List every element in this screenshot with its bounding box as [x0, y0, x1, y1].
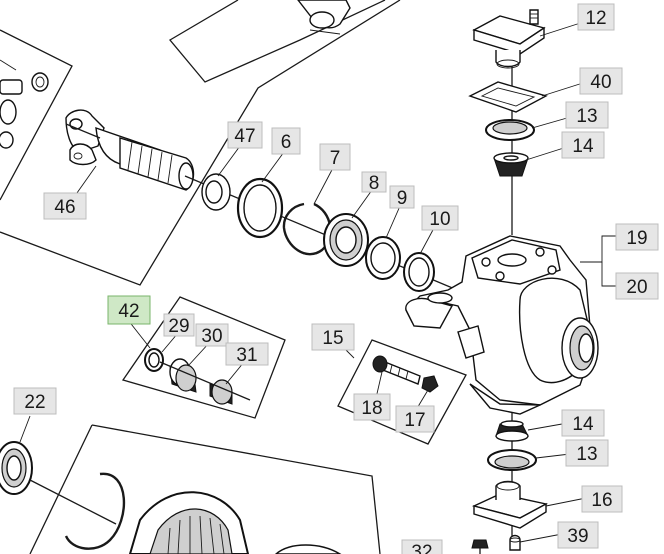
label-17: 17 — [395, 405, 435, 433]
svg-text:20: 20 — [626, 277, 647, 298]
label-20: 20 — [615, 272, 659, 300]
label-19: 19 — [615, 223, 659, 251]
label-46: 46 — [43, 192, 87, 220]
bearing-cup-13-upper — [485, 119, 535, 141]
bearing-cone-14-lower — [495, 420, 529, 442]
svg-text:14: 14 — [572, 136, 594, 157]
svg-text:46: 46 — [54, 197, 75, 218]
svg-text:10: 10 — [429, 209, 450, 230]
bearing-cup-13-lower — [487, 449, 537, 471]
label-6: 6 — [271, 127, 301, 155]
label-9: 9 — [389, 185, 415, 209]
label-13-upper: 13 — [565, 101, 609, 129]
label-40: 40 — [579, 67, 623, 95]
svg-text:17: 17 — [404, 410, 425, 431]
svg-text:15: 15 — [322, 328, 343, 349]
svg-text:14: 14 — [572, 414, 594, 435]
split-ring-7 — [282, 202, 332, 256]
svg-text:40: 40 — [590, 72, 611, 93]
svg-text:13: 13 — [576, 444, 597, 465]
svg-text:13: 13 — [576, 106, 597, 127]
svg-text:19: 19 — [626, 228, 647, 249]
label-22: 22 — [13, 387, 57, 415]
label-8: 8 — [361, 171, 387, 194]
label-42: 42 — [107, 295, 151, 325]
label-31: 31 — [225, 342, 269, 366]
svg-text:6: 6 — [281, 132, 292, 153]
svg-text:18: 18 — [361, 398, 382, 419]
cap-16 — [471, 480, 548, 529]
u-joint-part — [0, 59, 49, 149]
snap-ring-6 — [236, 177, 284, 239]
label-7: 7 — [319, 143, 351, 171]
panel-outlines — [0, 0, 467, 554]
svg-text:16: 16 — [591, 490, 612, 511]
gasket-40 — [468, 81, 548, 113]
svg-text:8: 8 — [369, 173, 380, 194]
bearing-cone-14-upper — [493, 152, 529, 177]
svg-text:47: 47 — [234, 126, 255, 147]
svg-text:31: 31 — [236, 345, 257, 366]
label-12: 12 — [577, 3, 615, 31]
bolt-under-16 — [471, 539, 489, 554]
svg-text:12: 12 — [585, 8, 606, 29]
label-47: 47 — [227, 121, 263, 149]
label-10: 10 — [421, 205, 459, 231]
svg-text:29: 29 — [168, 316, 189, 337]
label-16: 16 — [581, 485, 623, 513]
svg-text:9: 9 — [397, 188, 408, 209]
svg-text:39: 39 — [567, 526, 588, 547]
label-29: 29 — [163, 313, 195, 337]
label-15: 15 — [311, 323, 355, 351]
lower-centerline — [29, 479, 117, 525]
fitting-39 — [509, 534, 521, 551]
ring-gear-lower — [128, 491, 250, 554]
yoke-part-top — [297, 0, 351, 35]
svg-text:7: 7 — [330, 148, 341, 169]
bearing-8 — [323, 213, 369, 267]
label-32: 32 — [401, 539, 443, 554]
svg-text:42: 42 — [118, 301, 139, 322]
svg-text:32: 32 — [411, 542, 432, 554]
label-13-lower: 13 — [565, 439, 609, 467]
label-14-upper: 14 — [561, 131, 605, 159]
kit-42 — [144, 348, 251, 405]
cap-12 — [472, 9, 546, 69]
label-14-lower: 14 — [561, 409, 605, 437]
ring-9 — [365, 236, 401, 280]
svg-text:30: 30 — [201, 326, 222, 347]
part-32 — [274, 544, 342, 554]
label-39: 39 — [557, 521, 599, 549]
label-30: 30 — [195, 323, 229, 347]
svg-text:22: 22 — [24, 392, 45, 413]
label-18: 18 — [353, 393, 391, 421]
steering-knuckle-housing — [405, 235, 599, 415]
ring-10 — [403, 252, 435, 292]
drive-shaft-46 — [65, 109, 195, 191]
bolt-kit-15 — [372, 355, 439, 393]
ring-22 — [0, 441, 33, 495]
seal-47 — [201, 173, 231, 211]
snap-ring-lower — [64, 472, 126, 550]
